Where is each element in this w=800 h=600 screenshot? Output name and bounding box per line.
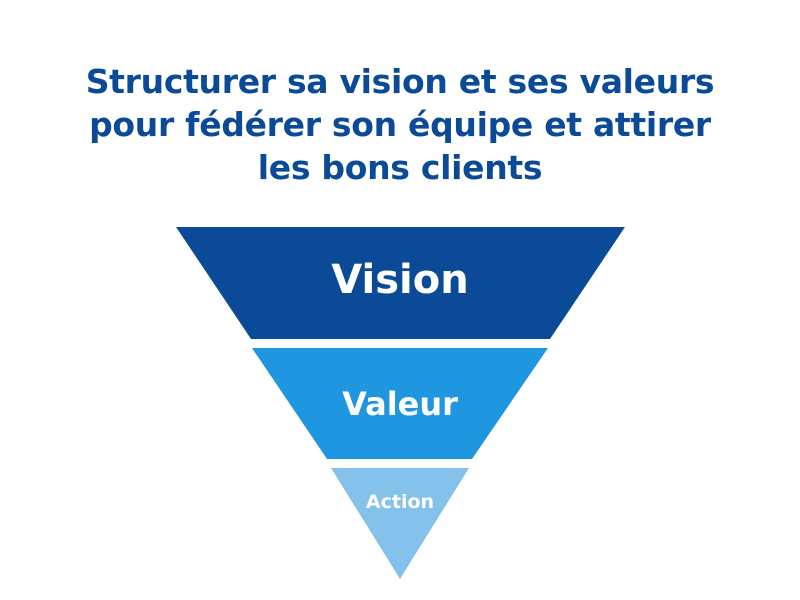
title-line-2: pour fédérer son équipe et attirer: [89, 105, 711, 144]
title-line-1: Structurer sa vision et ses valeurs: [85, 62, 715, 101]
tier-vision-label: Vision: [331, 257, 468, 303]
tier-valeur-label: Valeur: [342, 385, 458, 423]
diagram-title: Structurer sa vision et ses valeurs pour…: [0, 60, 800, 189]
tier-valeur: [252, 348, 548, 459]
tier-action-label: Action: [366, 491, 434, 513]
tier-action: [331, 468, 469, 579]
tier-vision: [176, 227, 625, 339]
title-line-3: les bons clients: [257, 148, 543, 187]
